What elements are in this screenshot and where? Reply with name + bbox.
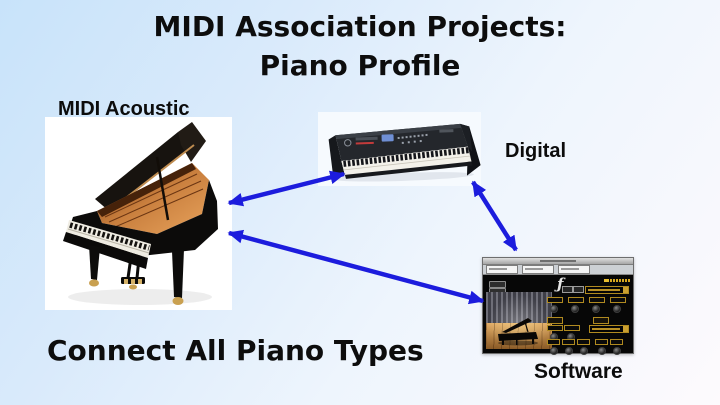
menu-dropdown (558, 265, 590, 274)
lid-prop-stick (155, 156, 170, 221)
arrow-digital-software (471, 180, 518, 252)
piano-silhouette (498, 318, 538, 346)
knob-label (595, 339, 608, 345)
left-end-cap (328, 135, 345, 175)
knob-icon (613, 347, 621, 355)
lcd-screen (381, 134, 394, 142)
script-logo: ƒ (557, 275, 564, 293)
brand-badge (344, 139, 352, 147)
plugin-button (489, 281, 506, 288)
arrow-acoustic-software (227, 229, 485, 305)
label-midi-acoustic: MIDI Acoustic (58, 98, 190, 120)
knob-label (547, 325, 563, 331)
knob-unit (589, 297, 605, 313)
footer-text: Connect All Piano Types (47, 334, 424, 367)
page-title: MIDI Association Projects: Piano Profile (0, 7, 720, 85)
label-digital: Digital (505, 140, 567, 162)
stage-piano-artwork (486, 292, 552, 349)
small-button (562, 286, 573, 293)
brand-logo-dots (604, 279, 630, 282)
piano-soundboard (97, 163, 209, 234)
keyboard-keys (341, 146, 472, 175)
knob-label (547, 339, 560, 345)
knob-icon (613, 305, 621, 313)
knob-unit (577, 339, 590, 355)
title-line1: MIDI Association Projects: (153, 10, 567, 43)
grand-piano-illustration (63, 122, 218, 305)
knob-unit (610, 339, 623, 355)
window-title-text (540, 260, 576, 262)
knob-icon (598, 347, 606, 355)
knob-unit (547, 297, 563, 313)
software-piano-plugin-window: ƒ (482, 257, 634, 355)
knob-icon (592, 305, 600, 313)
plugin-body: ƒ (483, 275, 633, 355)
panel-buttons (397, 133, 428, 144)
front-rail (344, 161, 473, 179)
preset-dropdown (585, 286, 629, 294)
knob-icon (571, 305, 579, 313)
piano-keyboard (63, 220, 151, 269)
title-line2: Piano Profile (259, 49, 461, 82)
knob-unit (547, 339, 560, 355)
knob-unit (568, 297, 584, 313)
knob-icon (550, 347, 558, 355)
piano-legs (89, 245, 184, 305)
knob-label (610, 297, 626, 303)
menu-dropdown (522, 265, 554, 274)
knob-icon (550, 305, 558, 313)
knob-label (610, 339, 623, 345)
knob-label (562, 339, 575, 345)
knob-unit (595, 339, 608, 355)
menu-dropdown (486, 265, 518, 274)
acoustic-grand-piano-image (45, 117, 232, 310)
toggle-button (593, 317, 609, 324)
knob-icon (565, 347, 573, 355)
toggle-button (547, 317, 563, 324)
piano-pedal-lyre (121, 256, 145, 290)
plugin-menu-bar (483, 265, 633, 275)
knob-unit (562, 339, 575, 355)
knob-label (564, 325, 580, 331)
digital-stage-piano-image (318, 112, 481, 186)
knob-unit (610, 297, 626, 313)
window-titlebar (483, 258, 633, 265)
small-button (573, 286, 584, 293)
digital-piano-illustration (328, 123, 481, 182)
knob-label (577, 339, 590, 345)
knob-label (568, 297, 584, 303)
curtain-backdrop (486, 292, 552, 324)
knob-icon (580, 347, 588, 355)
label-software: Software (534, 360, 623, 383)
knob-label (547, 297, 563, 303)
voice-dropdown (589, 325, 629, 333)
knob-label (589, 297, 605, 303)
